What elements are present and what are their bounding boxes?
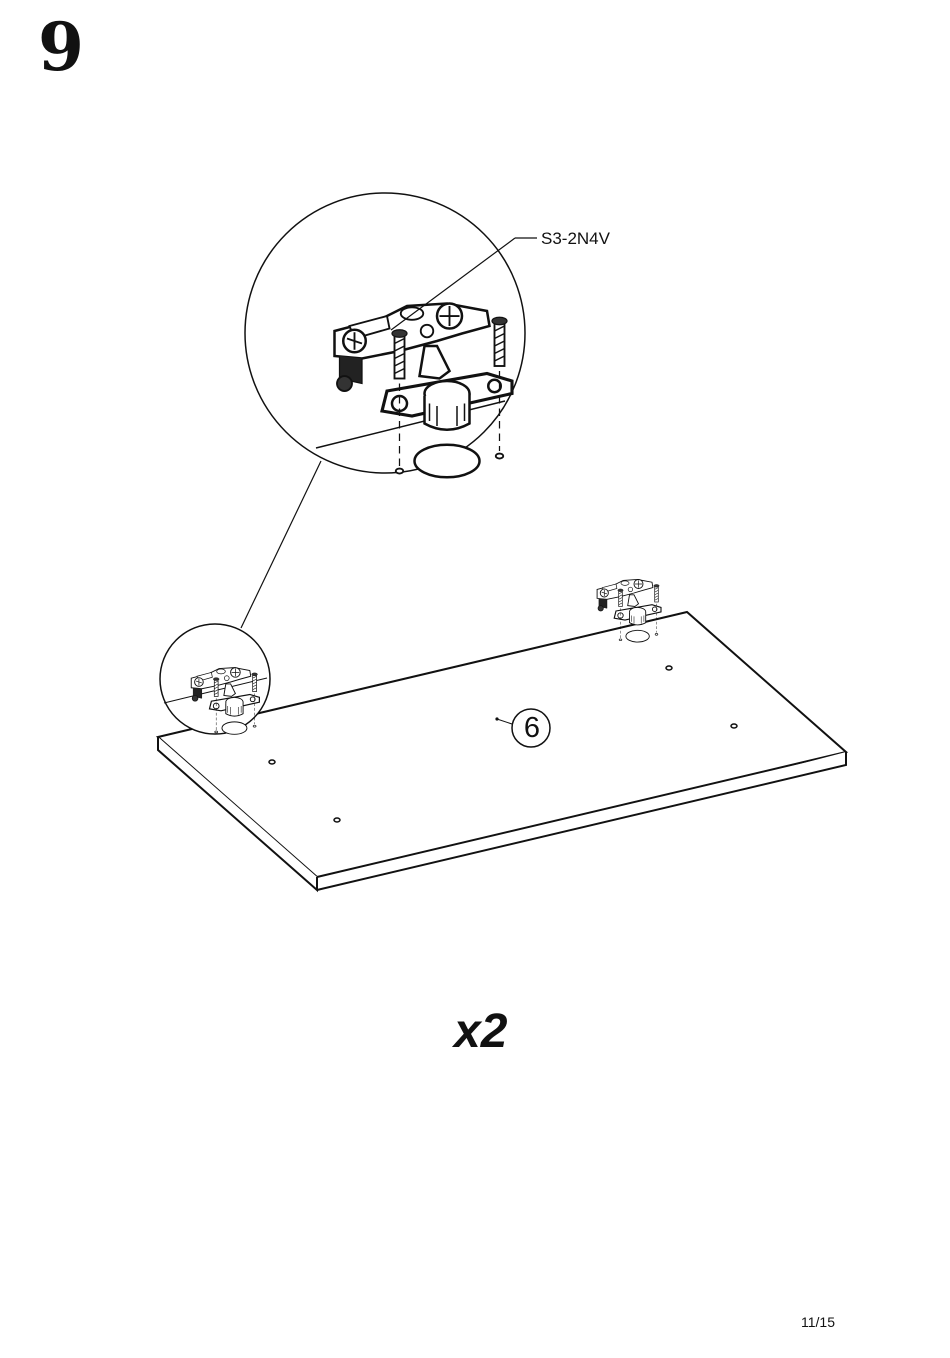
page-indicator: 11/15 — [801, 1313, 835, 1331]
detail-circle-small — [160, 624, 270, 734]
part-code-label: S3-2N4V — [541, 229, 610, 249]
panel-number-label: 6 — [512, 708, 552, 748]
quantity-label: x2 — [454, 1004, 507, 1060]
zoom-callout-circle — [245, 193, 525, 477]
